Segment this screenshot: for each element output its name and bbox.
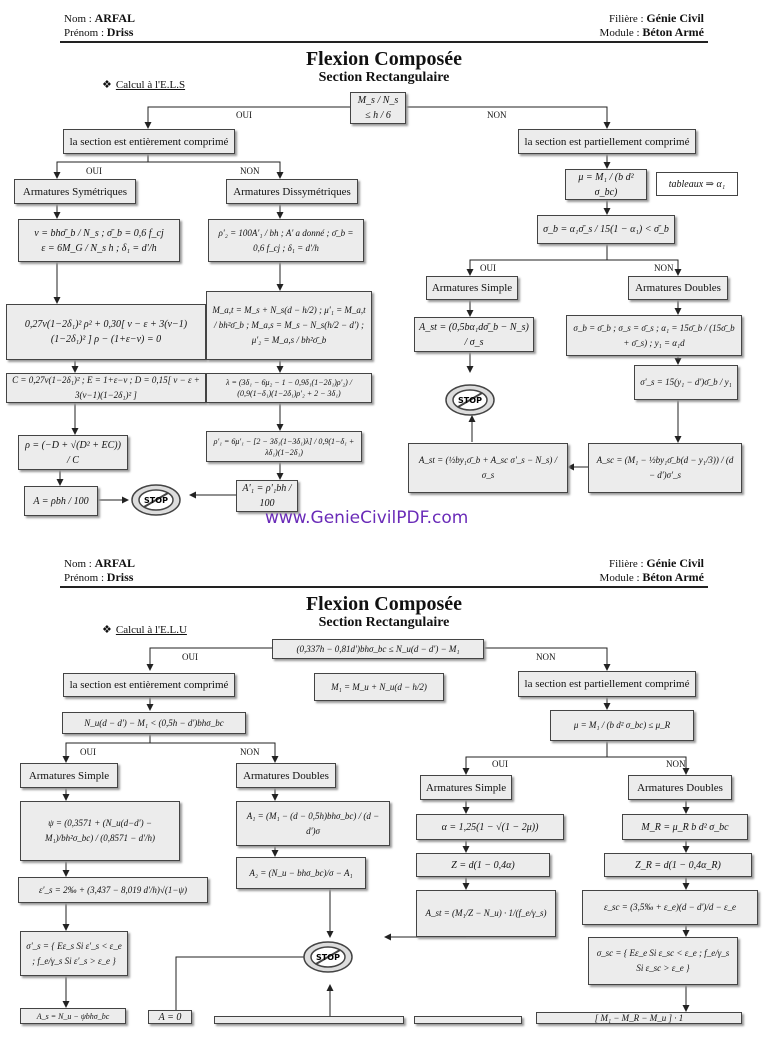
psi-formula: ψ = (0,3571 + (N_u(d−d') − M₁)/bh²σ_bc) … xyxy=(20,801,180,861)
branch-label-oui: OUI xyxy=(182,652,198,662)
stop-icon: STOP xyxy=(445,384,495,416)
a1-formula: A₁ = (M₁ − (d − 0,5h)bhσ_bc) / (d − d')σ xyxy=(236,801,390,846)
page-els: Nom : ARFAL Prénom : Driss Filière : Gén… xyxy=(0,0,768,516)
svg-text:STOP: STOP xyxy=(316,953,340,962)
double-reinforcement-box: Armatures Doubles xyxy=(236,763,336,788)
student-info: Nom : ARFAL Prénom : Driss xyxy=(64,556,136,585)
page-subtitle: Section Rectangulaire xyxy=(318,615,450,630)
flow-arrows xyxy=(53,106,682,504)
branch-label-oui: OUI xyxy=(86,166,102,176)
branch-label-oui: OUI xyxy=(236,110,252,120)
diamond-bullet-icon: ❖ xyxy=(102,79,112,91)
m1-formula: M₁ = M_u + N_u(d − h/2) xyxy=(314,673,444,701)
bottom-box xyxy=(414,1016,522,1024)
calc-heading: ❖Calcul à l'E.L.U xyxy=(102,624,187,636)
sym-formula-2: 0,27ν(1−2δ₁)² ρ² + 0,30[ ν − ε + 3(ν−1)(… xyxy=(6,304,206,360)
flow-arrows xyxy=(62,647,690,1024)
branch-label-oui: OUI xyxy=(492,759,508,769)
diamond-bullet-icon: ❖ xyxy=(102,624,112,636)
ast-doubles-formula: A_st = (½by₁σ̄_b + A_sc σ'_s − N_s) / σ_… xyxy=(408,443,568,493)
a1-formula: A'₁ = ρ'₁bh / 100 xyxy=(236,480,298,512)
course-info: Filière : Génie Civil Module : Béton Arm… xyxy=(599,556,704,585)
student-info: Nom : ARFAL Prénom : Driss xyxy=(64,11,136,40)
condition-box: (0,337h − 0,81d')bhσ_bc ≤ N_u(d − d') − … xyxy=(272,639,484,659)
page-elu: Nom : ARFAL Prénom : Driss Filière : Gén… xyxy=(0,545,768,1057)
dis-formula-2: M_a,t = M_s + N_s(d − h/2) ; μ'₁ = M_a,t… xyxy=(206,291,372,360)
calc-heading: ❖Calcul à l'E.L.S xyxy=(102,79,186,91)
page-title: Flexion Composée xyxy=(305,593,463,615)
asc-formula: A_sc = (M₁ − ½by₁σ̄_b(d − y₁/3)) / (d − … xyxy=(588,443,742,493)
stop-icon: STOP xyxy=(131,484,181,516)
a-zero-box: A = 0 xyxy=(148,1010,192,1024)
condition-2-box: N_u(d − d') − M₁ < (0,5h − d')bhσ_bc xyxy=(62,712,246,734)
branch-label-non: NON xyxy=(487,110,507,120)
svg-text:STOP: STOP xyxy=(458,396,482,405)
fully-compressed-box: la section est entièrement comprimé xyxy=(63,673,235,697)
double-reinforcement-box: Armatures Doubles xyxy=(628,276,728,300)
branch-label-oui: OUI xyxy=(480,263,496,273)
branch-label-non: NON xyxy=(240,166,260,176)
eps-formula: ε'_s = 2‰ + (3,437 − 8,019 d'/h)√(1−ψ) xyxy=(18,877,208,903)
partially-compressed-box: la section est partiellement comprimé xyxy=(518,671,696,697)
mu-formula-box: μ = M₁ / (b d² σ_bc) xyxy=(565,169,647,200)
simple-reinforcement-box: Armatures Simple xyxy=(420,775,512,800)
alpha-formula: α = 1,25(1 − √(1 − 2μ)) xyxy=(416,814,564,840)
watermark: www.GenieCivilPDF.com xyxy=(265,508,469,528)
course-info: Filière : Génie Civil Module : Béton Arm… xyxy=(599,11,704,40)
lambda-formula: λ = (3δ₁ − 6μ₂ − 1 − 0,9δ₁(1−2δ₁)ρ'₂) / … xyxy=(206,373,372,403)
header-rule xyxy=(60,41,708,43)
sigma-s-formula: σ'_s = { Eε_s Si ε'_s < ε_e ; f_e/γ_s Si… xyxy=(20,931,128,976)
partially-compressed-box: la section est partiellement comprimé xyxy=(518,129,696,154)
svg-text:STOP: STOP xyxy=(144,496,168,505)
page-subtitle: Section Rectangulaire xyxy=(318,70,450,85)
sym-formula-3: C = 0,27ν(1−2δ₁)² ; E = 1+ε−ν ; D = 0,15… xyxy=(6,373,206,403)
page-title: Flexion Composée xyxy=(305,48,463,70)
rho-formula: ρ = (−D + √(D² + EC)) / C xyxy=(18,435,128,470)
simple-reinforcement-box: Armatures Simple xyxy=(426,276,518,300)
symmetric-reinforcement-box: Armatures Symétriques xyxy=(14,179,136,204)
branch-label-non: NON xyxy=(666,759,686,769)
asymmetric-reinforcement-box: Armatures Dissymétriques xyxy=(226,179,358,204)
branch-label-non: NON xyxy=(654,263,674,273)
as-formula: A_s = N_u − ψbhσ_bc xyxy=(20,1008,126,1024)
stop-icon: STOP xyxy=(303,941,353,973)
tableaux-box: tableaux ⇒ α₁ xyxy=(656,172,738,196)
header-rule xyxy=(60,586,708,588)
mr-formula: M_R = μ_R b d² σ_bc xyxy=(622,814,748,840)
zr-formula: Z_R = d(1 − 0,4α_R) xyxy=(604,853,752,877)
ast-simple-formula: A_st = (0,5bα₁dσ̄_b − N_s) / σ_s xyxy=(414,317,534,352)
condition-box: M_s / N_s ≤ h / 6 xyxy=(350,92,406,124)
ssc-formula: σ_sc = { Eε_e Si ε_sc < ε_e ; f_e/γ_s Si… xyxy=(588,937,738,985)
bottom-box xyxy=(214,1016,404,1024)
branch-label-oui: OUI xyxy=(80,747,96,757)
esc-formula: ε_sc = (3,5‰ + ε_e)(d − d')/d − ε_e xyxy=(582,890,758,925)
ast-formula: A_st = (M₁/Z − N_u) · 1/(f_e/γ_s) xyxy=(416,890,556,937)
sigma-s-prime-formula: σ'_s = 15(y₁ − d')σ̄_b / y₁ xyxy=(634,365,738,400)
fully-compressed-box: la section est entièrement comprimé xyxy=(63,129,235,154)
simple-reinforcement-box: Armatures Simple xyxy=(20,763,118,788)
mu-formula-box: μ = M₁ / (b d² σ_bc) ≤ μ_R xyxy=(550,710,694,741)
area-formula: A = ρbh / 100 xyxy=(24,486,98,516)
z-formula: Z = d(1 − 0,4α) xyxy=(416,853,550,877)
bottom-formula: [ M₁ − M_R − M_u ] · 1 xyxy=(536,1012,742,1024)
sigma-b-box: σ_b = α₁σ̄_s / 15(1 − α₁) < σ̄_b xyxy=(537,215,675,244)
doubles-formula-1: σ_b = σ̄_b ; σ_s = σ̄_s ; α₁ = 15σ̄_b / … xyxy=(566,315,742,356)
branch-label-non: NON xyxy=(240,747,260,757)
dis-formula-1: ρ'₂ = 100A'₁ / bh ; A' a donné ; σ̄_b = … xyxy=(208,219,364,262)
a2-formula: A₂ = (N_u − bhσ_bc)/σ − A₁ xyxy=(236,857,366,889)
rho1-formula: ρ'₁ = 6μ'₁ − [2 − 3δ₁(1−3δ₁)λ] / 0,9(1−δ… xyxy=(206,431,362,462)
double-reinforcement-box: Armatures Doubles xyxy=(628,775,732,800)
branch-label-non: NON xyxy=(536,652,556,662)
